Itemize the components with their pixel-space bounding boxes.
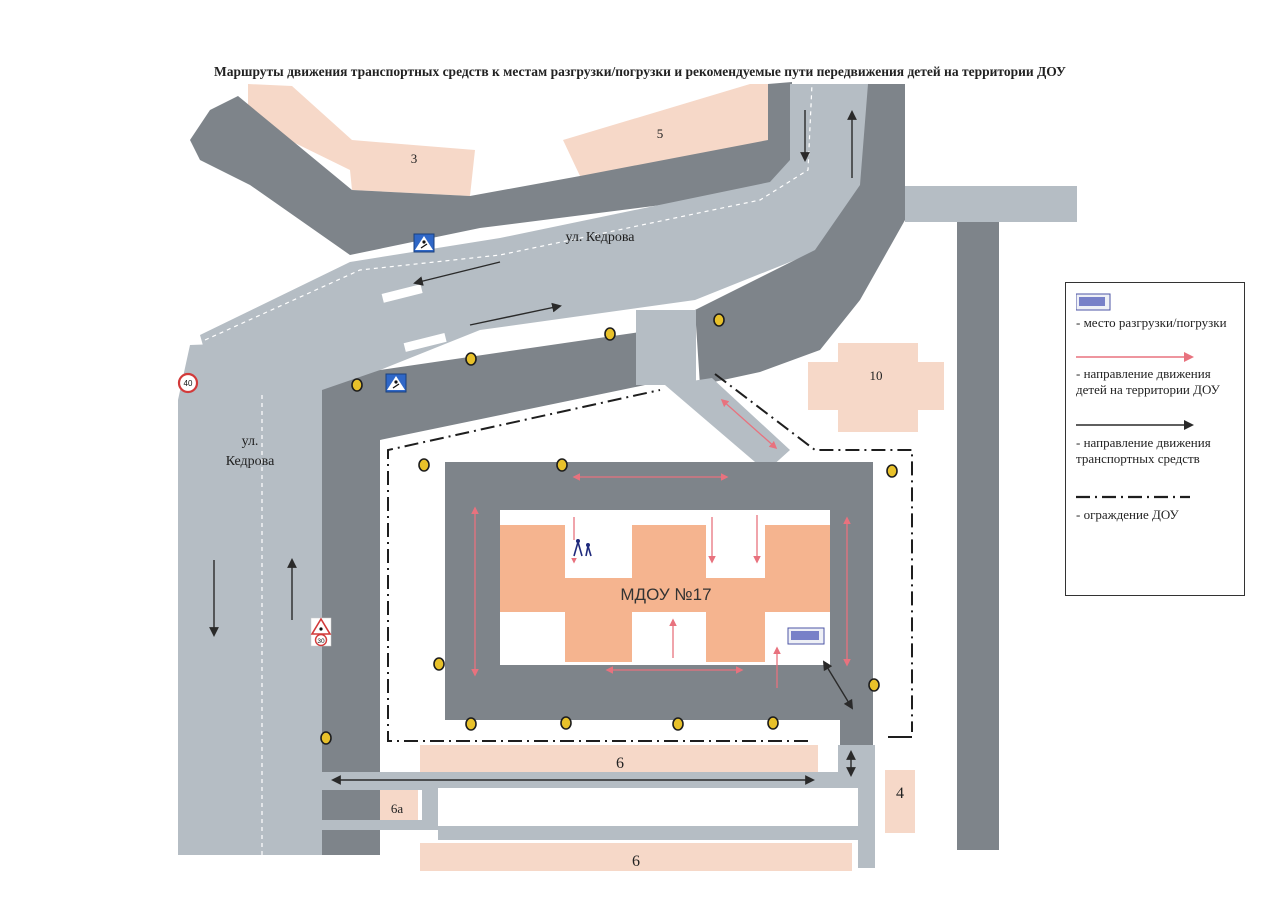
road-upper-left: [190, 82, 792, 255]
crosswalk-sign-1: [413, 233, 435, 253]
path-diagonal: [665, 378, 790, 468]
lamp: [418, 458, 430, 472]
legend-loading: - место разгрузки/погрузки: [1076, 315, 1227, 330]
kindergarten-building: [500, 525, 830, 662]
road-bottom-strip: [438, 788, 858, 826]
child-arrow-5: [720, 398, 778, 450]
building-4: [885, 770, 915, 833]
road-right-upper: [695, 84, 905, 385]
loading-zone-icon: [1076, 293, 1111, 311]
legend-children: - направление движения детей на территор…: [1076, 366, 1220, 397]
building-3-label: 3: [411, 151, 418, 166]
lamp: [672, 717, 684, 731]
lamp: [465, 352, 477, 366]
map-title: Маршруты движения транспортных средств к…: [214, 64, 1066, 79]
vehicle-route-icon: [1076, 420, 1194, 430]
lamp: [560, 716, 572, 730]
speed-limit-sign: 40: [177, 372, 199, 394]
road-kedrova-upper: [200, 84, 868, 395]
children-routes: [471, 398, 851, 688]
legend-vehicles: - направление движения транспортных сред…: [1076, 435, 1211, 466]
building-6-south: [420, 843, 852, 871]
crosswalk-marking-1: [381, 284, 423, 303]
crosswalk-sign-2: [385, 373, 407, 393]
road-right-horizontal: [905, 186, 1077, 222]
building-10: [808, 343, 944, 432]
building-4-label: 4: [896, 785, 904, 802]
fence-line: [387, 389, 808, 742]
lamp: [556, 458, 568, 472]
vehicle-arrow-2: [469, 302, 562, 326]
road-connector: [636, 310, 696, 385]
lamp: [465, 717, 477, 731]
lamps: [320, 313, 898, 745]
children-icon: [570, 539, 592, 558]
building-5-label: 5: [657, 126, 664, 141]
children-warning-sign: 30: [310, 617, 332, 647]
lamp: [320, 731, 332, 745]
fence-icon: [1076, 495, 1190, 499]
building-6-north-label: 6: [616, 755, 624, 772]
road-markings: [204, 83, 813, 855]
vehicle-arrow-1: [413, 261, 501, 286]
road-kedrova-left: [178, 340, 330, 855]
lamp: [767, 716, 779, 730]
speed-limit-30-value: 30: [317, 638, 325, 645]
child-route-icon: [1076, 352, 1194, 362]
lamp: [433, 657, 445, 671]
legend-fence: - ограждение ДОУ: [1076, 507, 1179, 522]
lamp: [868, 678, 880, 692]
vehicle-arrow-8: [822, 660, 854, 710]
yard-exit: [840, 700, 873, 745]
speed-limit-value: 40: [184, 379, 193, 388]
road-far-right: [957, 222, 999, 850]
building-6-north: [420, 745, 818, 773]
road-bottom-vertical: [838, 745, 875, 775]
legend: - место разгрузки/погрузки - направление…: [1065, 282, 1245, 596]
building-6a-label: 6а: [391, 801, 404, 816]
building-3: [248, 84, 475, 196]
building-10-label: 10: [870, 368, 883, 383]
crosswalk-marking-2: [403, 333, 447, 352]
street-label-left-2: Кедрова: [226, 454, 275, 469]
lamp: [886, 464, 898, 478]
fence-line-right: [714, 373, 913, 732]
fence: [387, 373, 913, 742]
vehicle-routes: [209, 110, 857, 785]
street-label-left-1: ул.: [242, 434, 259, 449]
lamp: [604, 327, 616, 341]
kindergarten-label: МДОУ №17: [620, 585, 711, 604]
street-label-top: ул. Кедрова: [566, 230, 636, 245]
lamp: [351, 378, 363, 392]
loading-zone-marker: [787, 627, 825, 645]
building-6-south-label: 6: [632, 853, 640, 870]
lamp: [713, 313, 725, 327]
